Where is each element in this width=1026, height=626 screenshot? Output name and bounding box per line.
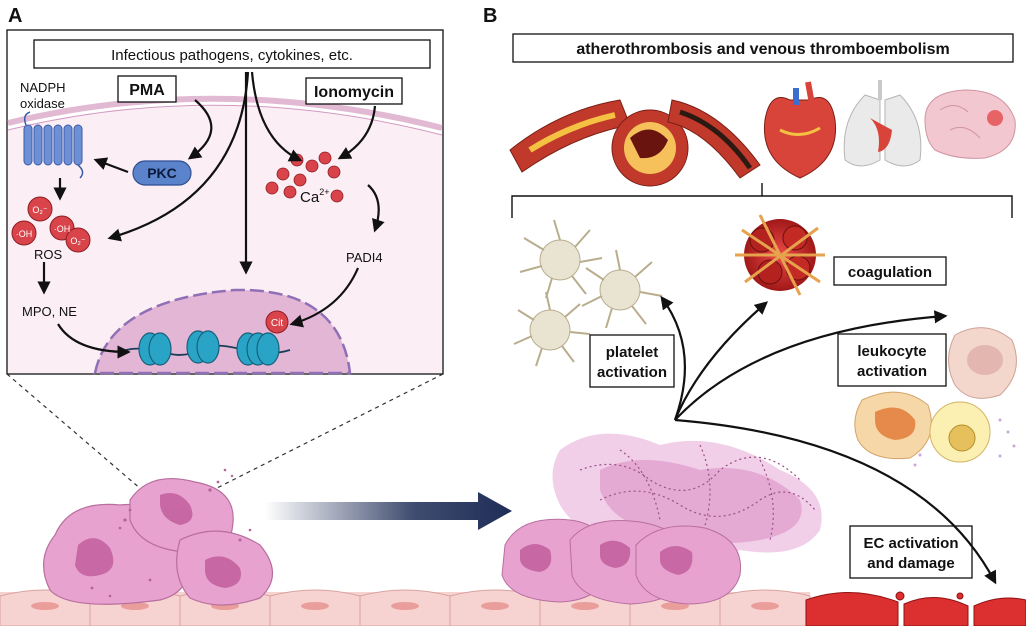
ca-base: Ca — [300, 189, 320, 206]
cit-label: Cit — [271, 318, 283, 329]
pma-box — [117, 75, 177, 103]
pma-label: PMA — [129, 82, 165, 99]
coagulation-box — [833, 256, 947, 286]
heart-icon — [763, 81, 837, 179]
panel-a: A Infectious pathogens, cytokines, etc. … — [6, 5, 444, 491]
mpo-ne-label: MPO, NE — [22, 304, 77, 319]
netting-neutrophils-right — [501, 518, 742, 605]
ionomycin-box — [305, 77, 403, 105]
ros-o2-a: O₂⁻ — [32, 205, 47, 215]
ros-o2-b: O₂⁻ — [70, 236, 85, 246]
pkc-icon — [132, 160, 192, 186]
damaged-endothelial-cells — [805, 591, 1026, 626]
chromatin-icon — [119, 330, 291, 366]
stimuli-box — [33, 39, 431, 69]
ros-molecules-icon: O₂⁻ ·OH ·OH O₂⁻ — [11, 196, 91, 253]
nadph-label-line2: oxidase — [20, 96, 65, 111]
panel-b-letter: B — [483, 5, 497, 27]
leukocyte-label-line1: leukocyte — [857, 343, 926, 360]
activated-neutrophils-left — [43, 468, 273, 606]
nadph-label-line1: NADPH — [20, 80, 66, 95]
ec-label-line2: and damage — [867, 555, 955, 572]
platelets-icon — [513, 219, 663, 367]
disease-box — [512, 33, 1014, 63]
coagulation-label: coagulation — [848, 264, 932, 281]
ros-oh-a: ·OH — [54, 224, 71, 234]
ca-superscript: 2+ — [319, 187, 329, 197]
blood-clot-icon — [735, 214, 825, 296]
vessel-cross-section-icon — [611, 109, 689, 187]
signaling-arrows — [37, 71, 385, 359]
disease-label: atherothrombosis and venous thromboembol… — [576, 41, 949, 58]
pkc-label: PKC — [147, 165, 177, 181]
nadph-oxidase-icon — [23, 111, 84, 179]
ros-oh-b: ·OH — [16, 229, 33, 239]
padi4-label: PADI4 — [346, 250, 383, 265]
leukocyte-activation-box — [837, 333, 947, 387]
ec-activation-box — [849, 525, 973, 579]
panel-a-letter: A — [8, 5, 22, 27]
platelet-label-line1: platelet — [606, 344, 659, 361]
cell-membrane — [7, 95, 443, 131]
citrulline-icon — [265, 310, 289, 334]
ca-label: Ca2+ — [300, 187, 329, 206]
brain-icon — [924, 89, 1016, 159]
ionomycin-label: Ionomycin — [314, 84, 394, 101]
artery-plaque-icon — [667, 99, 761, 179]
effect-arrows — [660, 295, 997, 585]
vessel-thrombus-icon — [509, 99, 631, 173]
ros-label: ROS — [34, 247, 63, 262]
leukocytes-icon — [854, 327, 1017, 467]
panel-b: B atherothrombosis and venous thromboemb… — [483, 5, 1017, 605]
bracket — [511, 183, 1013, 218]
lungs-icon — [843, 80, 922, 167]
platelet-activation-box — [589, 334, 675, 388]
transition-arrow — [265, 492, 512, 530]
zoom-line-right — [212, 373, 444, 491]
leukocyte-label-line2: activation — [857, 363, 927, 380]
ec-label-line1: EC activation — [863, 535, 958, 552]
platelet-label-line2: activation — [597, 364, 667, 381]
stimuli-label: Infectious pathogens, cytokines, etc. — [111, 47, 353, 64]
zoom-line-left — [6, 373, 143, 491]
